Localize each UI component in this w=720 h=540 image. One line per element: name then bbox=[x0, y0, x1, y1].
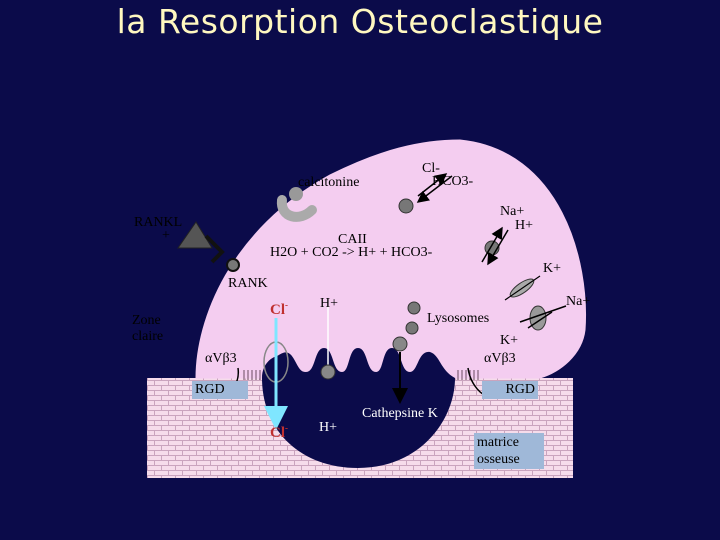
h-inner-label: H+ bbox=[320, 296, 339, 311]
matrice-osseuse-box: matrice osseuse bbox=[474, 433, 544, 469]
caii-label: CAII bbox=[338, 232, 367, 247]
hco3-label: HCO3- bbox=[432, 174, 474, 189]
rankl-label: RANKL bbox=[134, 215, 183, 230]
chloride-channel-icon bbox=[263, 318, 289, 430]
rgd-right-box: RGD bbox=[482, 381, 538, 399]
proton-pump-icon bbox=[320, 306, 336, 380]
rank-receptor-icon bbox=[204, 234, 240, 272]
k-lower-label: K+ bbox=[500, 333, 519, 348]
lysosomes-label: Lysosomes bbox=[427, 311, 490, 326]
calcitonine-label: calcitonine bbox=[298, 175, 360, 190]
cathepsine-label: Cathepsine K bbox=[362, 406, 438, 421]
matrice-label: matrice bbox=[477, 435, 519, 450]
na-top-label: Na+ bbox=[500, 204, 525, 219]
na-right-label: Na+ bbox=[566, 294, 591, 309]
rank-label: RANK bbox=[228, 276, 268, 291]
integrin-right-label: αVβ3 bbox=[484, 351, 516, 366]
reaction-label: H2O + CO2 -> H+ + HCO3- bbox=[270, 245, 433, 260]
lysosome-icons bbox=[405, 301, 421, 335]
integrin-left-label: αVβ3 bbox=[205, 351, 237, 366]
rankl-plus-label: + bbox=[162, 228, 170, 243]
resorption-lacuna bbox=[262, 348, 455, 468]
na-k-pump-icon bbox=[519, 305, 567, 331]
slide-title: la Resorption Osteoclastique bbox=[116, 2, 604, 41]
h-bottom-label: H+ bbox=[319, 420, 338, 435]
k-right-label: K+ bbox=[543, 261, 562, 276]
rankl-triangle-icon bbox=[177, 221, 213, 249]
h-top-label: H+ bbox=[515, 218, 534, 233]
sealing-zone-left bbox=[243, 370, 261, 380]
zone-label: Zone bbox=[132, 313, 161, 328]
cl-inner-label: Cl- bbox=[270, 300, 288, 318]
osseuse-label: osseuse bbox=[477, 452, 520, 467]
calcitonin-receptor-icon bbox=[276, 187, 317, 222]
na-h-exchanger-icon bbox=[481, 226, 509, 266]
rgd-left-box: RGD bbox=[192, 381, 248, 399]
cathepsin-k-vesicle-icon bbox=[392, 336, 408, 404]
claire-label: claire bbox=[132, 329, 164, 344]
cl-bottom-label: Cl- bbox=[270, 423, 288, 441]
cl-top-label: Cl- bbox=[422, 161, 440, 176]
k-channel-icon bbox=[504, 275, 541, 301]
cl-hco3-exchanger-icon bbox=[398, 173, 453, 214]
